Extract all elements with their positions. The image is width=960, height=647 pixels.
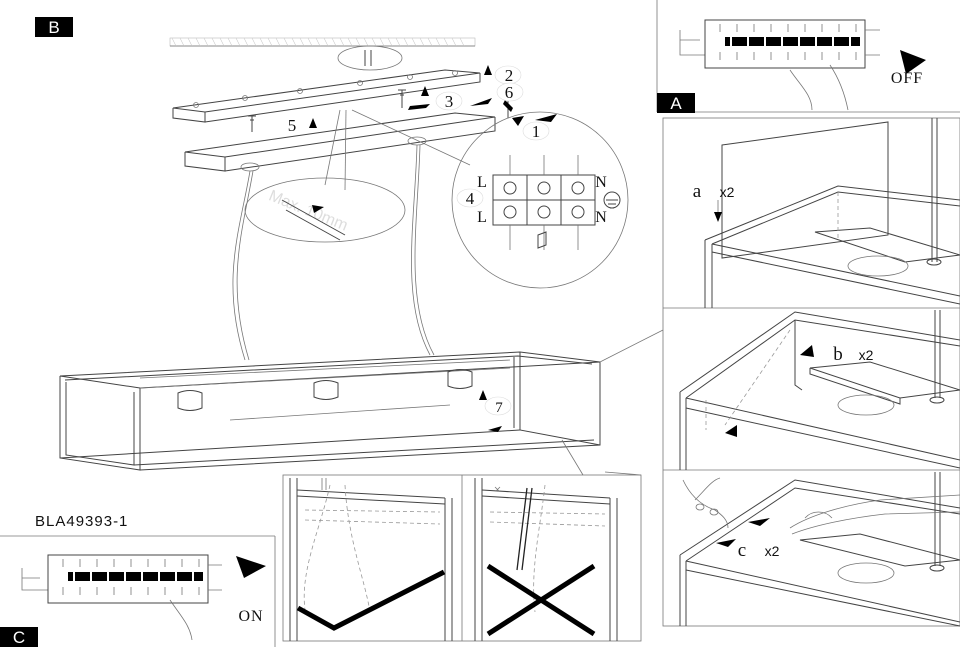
drill-hole-ellipse [337, 45, 403, 71]
step-1-label: 1 [532, 122, 541, 141]
strip-length-detail: Max. 10mm [244, 177, 406, 243]
incorrect-installation-view [474, 478, 618, 641]
panel-tag-a-text: A [670, 94, 682, 113]
svg-text:Max. 10mm: Max. 10mm [266, 187, 350, 234]
wire-label-n-top: N [595, 174, 607, 191]
detail-leader-lines [561, 329, 664, 476]
detail-c-count: x2 [765, 543, 780, 559]
detail-b-arrow-1 [800, 345, 814, 357]
detail-b-arrow-2 [725, 425, 737, 437]
lamp-sockets [177, 369, 473, 421]
breaker-switch-off [679, 19, 880, 111]
mounting-bracket [172, 69, 481, 123]
detail-c-arrow-2 [716, 539, 736, 547]
cross-icon [486, 563, 596, 637]
correct-installation-view [289, 478, 453, 641]
wires-through-canopy [324, 109, 471, 191]
wire-label-l-top: L [477, 174, 487, 191]
detail-b-illustration [679, 310, 960, 470]
step-6-label: 6 [505, 83, 514, 102]
step-5-label: 5 [288, 116, 297, 135]
canopy-plate [184, 112, 496, 172]
on-label: ON [238, 608, 263, 625]
step-number-labels: 2 6 3 1 5 4 7 [288, 65, 550, 416]
detail-a-arrow [714, 212, 722, 222]
panel-tag-c: C [0, 627, 38, 647]
panel-tag-b-text: B [48, 18, 59, 37]
checkmark-icon [296, 569, 446, 631]
breaker-switch-on [21, 554, 222, 641]
suspension-cables [232, 144, 435, 361]
detail-c-letter: c [738, 540, 746, 561]
ceiling-surface [169, 37, 476, 47]
step-4-label: 4 [466, 189, 475, 208]
detail-a-count: x2 [720, 184, 735, 200]
lamp-frame [59, 351, 601, 471]
detail-b-count: x2 [859, 347, 874, 363]
panel-tag-b: B [35, 17, 73, 37]
on-arrow [236, 556, 266, 578]
step-2-label: 2 [505, 66, 514, 85]
panel-tag-c-text: C [13, 628, 25, 647]
wire-label-n-bottom: N [595, 209, 607, 226]
step-7-label: 7 [495, 400, 503, 416]
detail-b-letter: b [833, 344, 843, 365]
terminal-block-detail [451, 111, 629, 289]
off-arrow [900, 50, 926, 74]
panel-tag-a: A [657, 93, 695, 113]
detail-c-illustration [679, 472, 960, 627]
detail-c-arrow-1 [748, 518, 770, 526]
step-arrows [309, 65, 557, 432]
detail-a-illustration [704, 118, 960, 308]
step-3-label: 3 [445, 92, 454, 111]
product-code: BLA49393-1 [35, 513, 128, 530]
wire-label-l-bottom: L [477, 209, 487, 226]
off-label: OFF [891, 70, 923, 87]
detail-a-letter: a [693, 181, 702, 202]
